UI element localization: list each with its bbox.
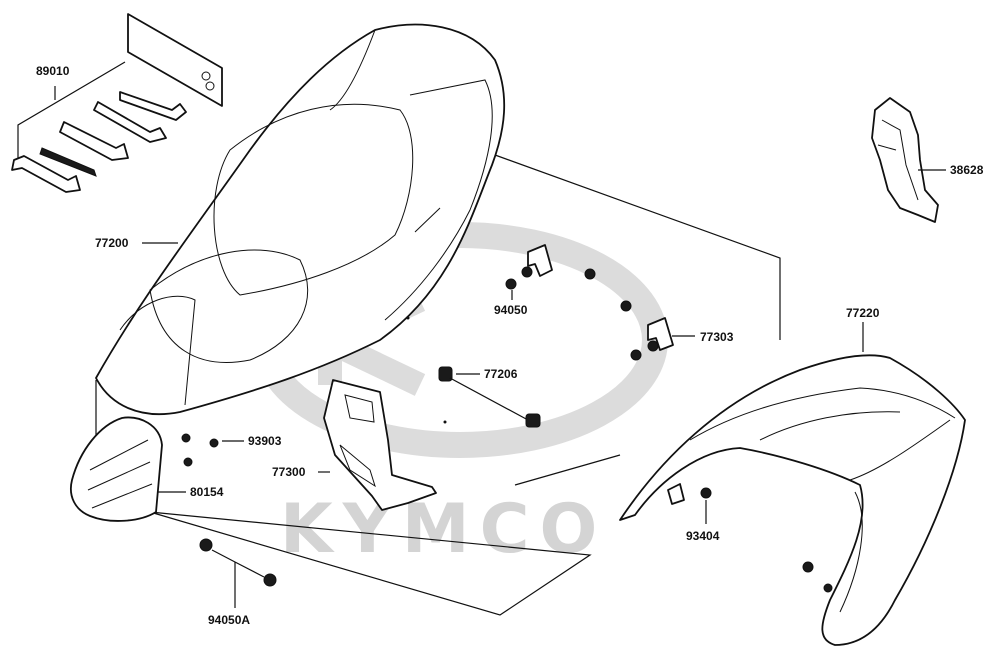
pad-rib: [87, 461, 151, 491]
part-label-77220: 77220: [846, 306, 880, 320]
nut-icon: [263, 573, 277, 587]
part-label-94050: 94050: [494, 303, 528, 317]
part-label-77303: 77303: [700, 330, 734, 344]
tool-kit-bracket: [17, 61, 126, 160]
nut-icon: [630, 349, 642, 361]
screw-icon: [802, 561, 814, 573]
seat-contour: [384, 79, 493, 321]
seat-contour: [119, 295, 196, 406]
reference-dot: [406, 316, 410, 320]
wrench-icon: [119, 91, 187, 121]
rear-panel-77220[interactable]: 77220: [619, 306, 966, 646]
nut-icon: [521, 266, 533, 278]
screw-icon: [209, 438, 219, 448]
part-label-77300: 77300: [272, 465, 306, 479]
part-label-93903: 93903: [248, 434, 282, 448]
clip-bracket: [527, 244, 553, 277]
cowl-contour: [759, 411, 901, 441]
pad-80154[interactable]: 80154: [70, 416, 224, 522]
bolt-77206[interactable]: 77206: [438, 366, 541, 428]
seat-77200[interactable]: 77200: [95, 23, 506, 416]
nut-icon: [647, 340, 659, 352]
part-label-93404: 93404: [686, 529, 720, 543]
part-label-89010: 89010: [36, 64, 70, 78]
bolt-head: [438, 366, 453, 382]
bracket-plate-77300[interactable]: 77300: [272, 379, 437, 511]
clip-bracket: [647, 317, 674, 351]
assembly-outline-bottom: [149, 511, 592, 616]
bracket-slot: [344, 394, 375, 423]
bolt-shaft: [449, 377, 529, 421]
part-label-94050A: 94050A: [208, 613, 250, 627]
pad-rib: [91, 483, 153, 509]
screw-icon: [181, 433, 191, 443]
assembly-outline-right: [494, 154, 781, 340]
leader-94050A: [211, 549, 265, 578]
bracket-38628[interactable]: 38628: [871, 97, 984, 223]
socket-wrench-icon: [59, 121, 129, 161]
assembly-outline-tail: [514, 454, 621, 486]
nut-icon: [620, 300, 632, 312]
part-label-38628: 38628: [950, 163, 984, 177]
bracket-slot: [339, 444, 376, 488]
spanner-icon: [93, 101, 167, 143]
screw-icon: [183, 457, 193, 467]
bracket-contour: [877, 144, 897, 151]
tool-card-hole: [205, 81, 215, 91]
cowl-contour: [839, 491, 863, 613]
backrest-pad: [70, 416, 163, 522]
part-label-77200: 77200: [95, 236, 129, 250]
screws-93404[interactable]: 93404: [686, 487, 833, 593]
seat-contour: [213, 103, 414, 296]
seat-contour: [149, 249, 309, 363]
screw-icon: [505, 278, 517, 290]
nuts-94050A[interactable]: 94050A: [199, 538, 277, 627]
bracket-plate: [323, 379, 437, 511]
open-wrench-icon: [11, 155, 81, 193]
nut-icon: [525, 413, 541, 428]
bracket-set-94050[interactable]: 94050: [494, 244, 659, 361]
part-label-77206: 77206: [484, 367, 518, 381]
pad-rib: [89, 439, 149, 471]
rear-cowl: [619, 354, 966, 646]
part-label-80154: 80154: [190, 485, 224, 499]
cowl-tab: [667, 483, 685, 505]
cowl-contour: [689, 387, 956, 441]
seat-body: [95, 23, 506, 416]
screw-icon: [700, 487, 712, 499]
nut-icon: [584, 268, 596, 280]
seat-contour: [329, 29, 376, 111]
tool-card-hole: [201, 71, 211, 81]
tool-kit-89010[interactable]: 89010: [11, 13, 223, 193]
tool-card: [127, 13, 223, 107]
bracket-77303[interactable]: 77303: [647, 317, 734, 351]
seat-contour: [414, 207, 441, 233]
assembly-outline: [95, 154, 781, 616]
screws-93903[interactable]: 93903: [181, 433, 282, 467]
screw-icon: [823, 583, 833, 593]
screwdriver-icon: [39, 147, 97, 177]
bracket-contour: [881, 119, 919, 201]
cowl-contour: [849, 419, 951, 481]
reference-dot: [443, 420, 447, 424]
nut-icon: [199, 538, 213, 552]
